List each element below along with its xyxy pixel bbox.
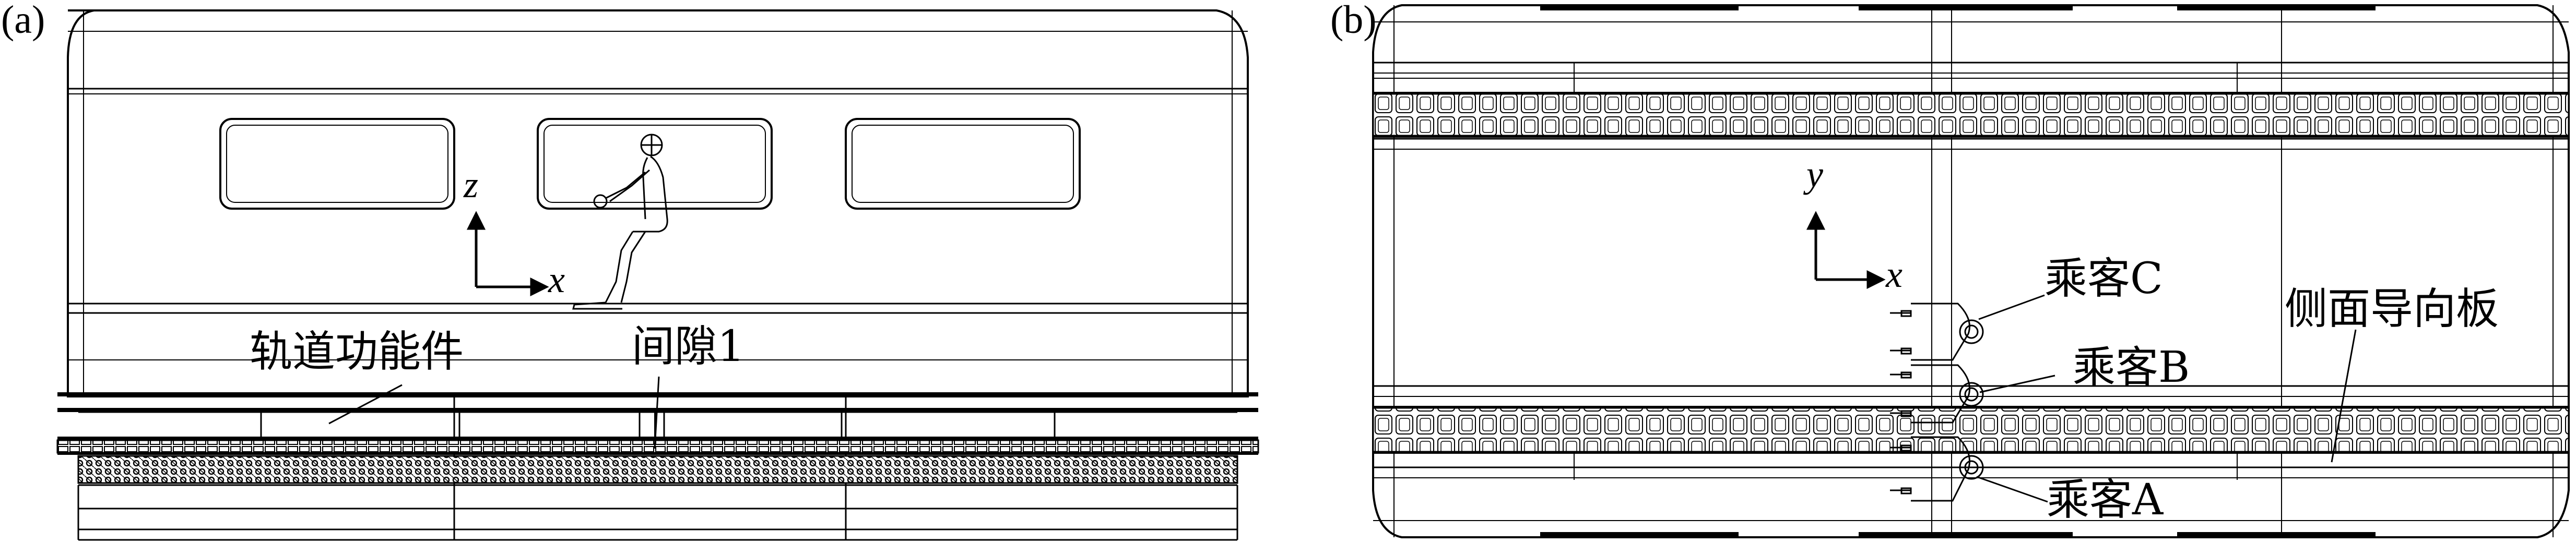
- seated-passenger: [572, 134, 668, 310]
- passenger-b: [1890, 364, 1984, 424]
- axis-z-label: z: [464, 164, 479, 206]
- window-middle: [537, 118, 773, 210]
- window-right: [845, 118, 1081, 210]
- guide-band-lower: [1372, 407, 2570, 453]
- leader-passenger-b: [1979, 375, 2055, 393]
- panel-b-top-view: (b): [1290, 0, 2576, 543]
- panel-b-label: (b): [1330, 0, 1377, 42]
- guide-band-upper: [1372, 93, 2570, 137]
- leader-side-guide: [2331, 329, 2357, 463]
- axis-x-label: x: [548, 259, 565, 300]
- axis-arrows-a: [466, 211, 549, 297]
- axis-y-label: y: [1806, 153, 1823, 195]
- passenger-a: [1890, 436, 1984, 502]
- rail-band-lower: [77, 455, 1238, 484]
- car-top-outline: [1372, 4, 2570, 538]
- leader-gap: [654, 376, 660, 449]
- panel-a-label: (a): [1, 0, 45, 42]
- leader-passenger-a: [1976, 476, 2048, 503]
- rail-functional-part-label: 轨道功能件: [250, 327, 464, 377]
- axis-arrows-b: [1806, 211, 1886, 289]
- rail-band-upper: [56, 439, 1259, 454]
- vehicle-top-drawing: [1372, 4, 2570, 538]
- axis-x-label-b: x: [1886, 254, 1903, 295]
- vehicle-side-drawing: [56, 9, 1259, 541]
- passengers-top-view: [1890, 303, 1984, 502]
- leader-passenger-c: [1978, 294, 2045, 320]
- passenger-c-label: 乘客C: [2045, 254, 2163, 304]
- side-guide-plate-label: 侧面导向板: [2285, 284, 2499, 334]
- passenger-a-label: 乘客A: [2047, 475, 2164, 525]
- passenger-c: [1890, 303, 1984, 361]
- gap-1-label: 间隙1: [632, 322, 745, 371]
- leader-rail: [328, 384, 403, 425]
- window-left: [219, 118, 455, 210]
- panel-a-side-view: (a): [1, 0, 1259, 541]
- passenger-b-label: 乘客B: [2073, 343, 2190, 392]
